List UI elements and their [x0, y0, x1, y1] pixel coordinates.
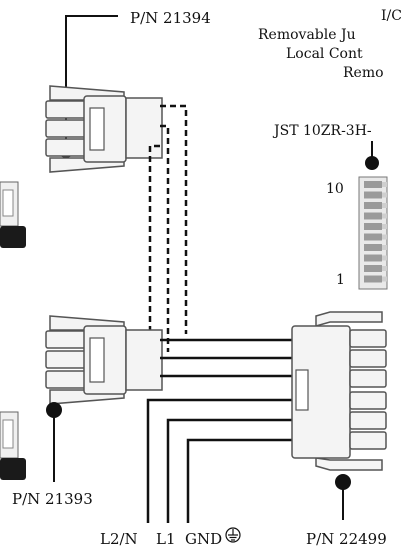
label-l1: L1 [156, 530, 176, 548]
jst-pin-10 [364, 181, 382, 188]
io-line-4: Remo [343, 65, 384, 81]
jst-header: JST 10ZR-3H- 10 1 [272, 123, 388, 290]
jst-pin-tab [382, 245, 387, 250]
wire-labels: L2/N L1 GND [100, 527, 241, 548]
connector-22499 [291, 311, 387, 471]
jst-pin-tab [382, 182, 387, 187]
jst-pin-tab [382, 266, 387, 271]
label-gnd: GND [185, 530, 222, 548]
io-line-2: Removable Ju [258, 27, 356, 43]
jst-pin-8 [364, 202, 382, 209]
jst-pin-tab [382, 234, 387, 240]
ground-symbol-icon [225, 527, 241, 543]
jst-pin-3 [364, 254, 382, 262]
label-pin-1: 1 [336, 272, 345, 288]
jst-pin-4 [364, 244, 382, 251]
callout-22499: P/N 22499 [306, 474, 387, 548]
label-l2n: L2/N [100, 530, 138, 548]
jst-pins [364, 181, 387, 283]
jst-pin-tab [382, 213, 387, 219]
jst-pin-7 [364, 212, 382, 220]
jst-pin-5 [364, 233, 382, 241]
jst-pin-tab [382, 224, 387, 229]
label-jst: JST 10ZR-3H- [272, 123, 372, 139]
jst-pin-tab [382, 203, 387, 208]
jst-pin-tab [382, 255, 387, 261]
connector-21394 [45, 85, 163, 173]
label-pin-10: 10 [326, 181, 344, 197]
io-line-3: Local Cont [286, 46, 363, 62]
io-description: I/C Removable Ju Local Cont Remo [258, 8, 401, 81]
connector-21393 [45, 315, 163, 405]
label-pn-22499: P/N 22499 [306, 530, 387, 548]
jst-pin-9 [364, 191, 382, 199]
jst-pin-6 [364, 223, 382, 230]
callout-21393: P/N 21393 [12, 402, 93, 508]
label-pn-21393: P/N 21393 [12, 490, 93, 508]
dashed-wires [148, 104, 188, 366]
jack-lower [0, 411, 26, 480]
label-pn-21394: P/N 21394 [130, 9, 211, 27]
jst-pin-1 [364, 275, 382, 283]
jst-pin-tab [382, 192, 387, 198]
io-line-1: I/C [381, 8, 401, 24]
jack-upper [0, 181, 26, 248]
jst-pin-2 [364, 265, 382, 272]
jst-pin-tab [382, 276, 387, 282]
solid-wires [146, 338, 292, 523]
